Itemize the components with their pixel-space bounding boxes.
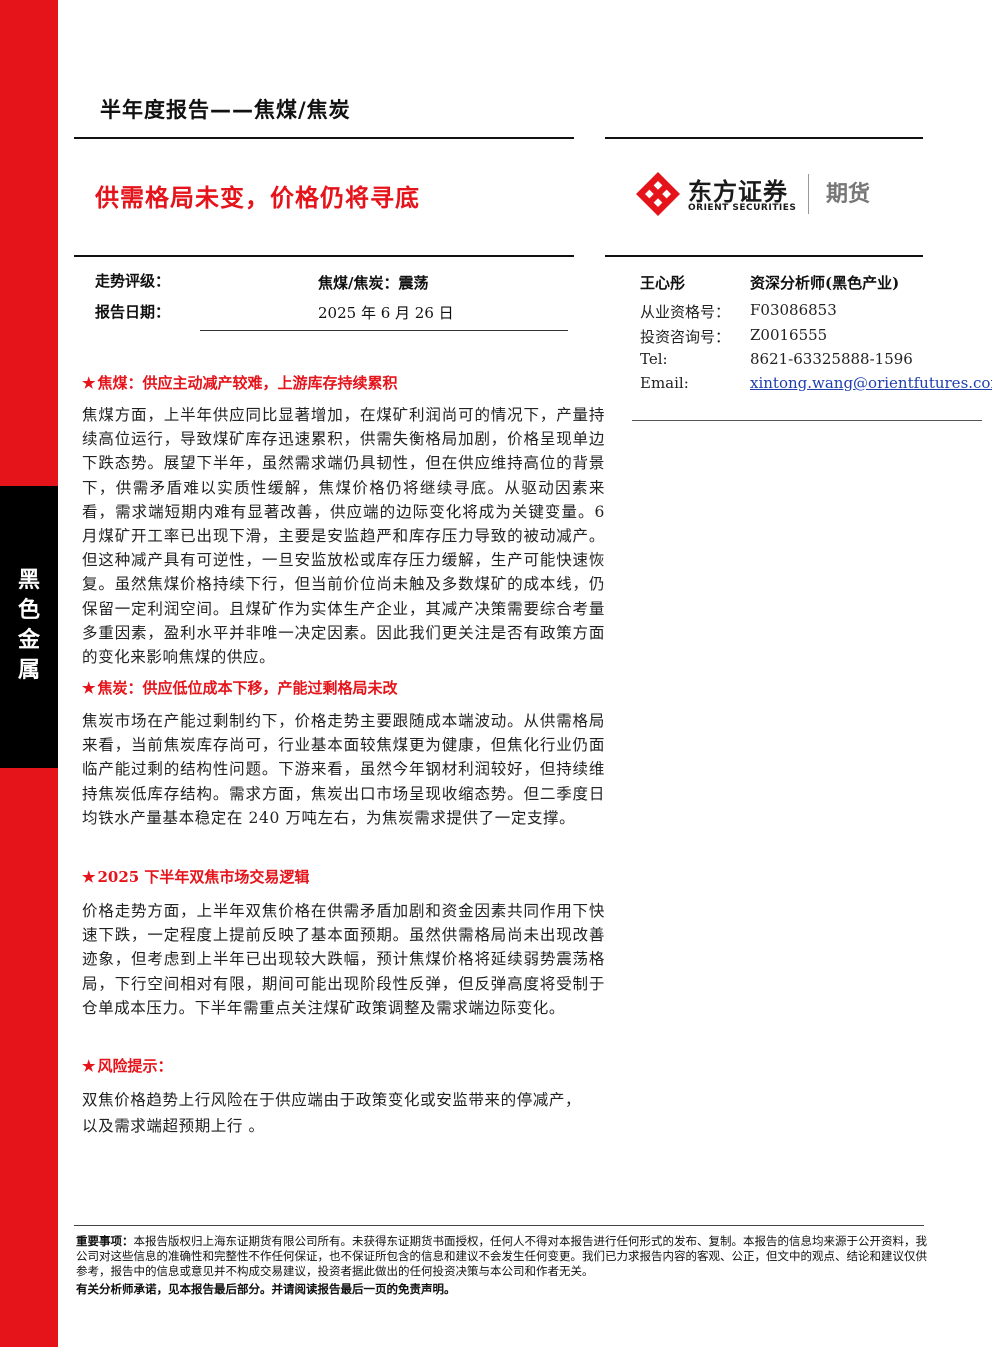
rating-label: 走势评级： bbox=[95, 272, 171, 290]
report-type: 半年度报告——焦煤/焦炭 bbox=[100, 98, 351, 122]
tel-label: Tel: bbox=[640, 350, 668, 368]
analyst-divider bbox=[632, 420, 982, 421]
section-heading-risk: ★风险提示： bbox=[82, 1057, 173, 1075]
orient-securities-logo-icon bbox=[636, 172, 680, 216]
cert-label: 从业资格号： bbox=[640, 303, 731, 321]
category-tab: 黑 色 金 属 bbox=[0, 486, 58, 768]
disclaimer-text: 本报告版权归上海东证期货有限公司所有。未获得东证期货书面授权，任何人不得对本报告… bbox=[76, 1234, 927, 1278]
header-divider bbox=[74, 137, 574, 139]
disclaimer-footer: 有关分析师承诺，见本报告最后部分。并请阅读报告最后一页的免责声明。 bbox=[76, 1282, 456, 1296]
analyst-name: 王心彤 bbox=[640, 274, 686, 292]
section-heading-trading-logic: ★2025 下半年双焦市场交易逻辑 bbox=[82, 868, 310, 886]
star-icon: ★ bbox=[82, 374, 96, 392]
tel-value: 8621-63325888-1596 bbox=[750, 350, 913, 368]
disclaimer-label: 重要事项： bbox=[76, 1234, 134, 1248]
consult-value: Z0016555 bbox=[750, 326, 828, 344]
category-tab-label: 黑 色 金 属 bbox=[17, 568, 40, 683]
section-body-trading-logic: 价格走势方面，上半年双焦价格在供需矛盾加剧和资金因素共同作用下快速下跌，一定程度… bbox=[82, 902, 605, 1017]
page-title: 供需格局未变，价格仍将寻底 bbox=[95, 184, 420, 212]
rating-value: 焦煤/焦炭：震荡 bbox=[318, 274, 429, 292]
star-icon: ★ bbox=[82, 1057, 96, 1075]
footer-divider bbox=[74, 1225, 924, 1226]
logo-subtitle: 期货 bbox=[826, 182, 871, 207]
section-body-risk: 双焦价格趋势上行风险在于供应端由于政策变化或安监带来的停减产，以及需求端超预期上… bbox=[82, 1091, 582, 1135]
section-body-coke: 焦炭市场在产能过剩制约下，价格走势主要跟随成本端波动。从供需格局来看，当前焦炭库… bbox=[82, 712, 605, 827]
meta-divider bbox=[200, 330, 568, 331]
section-heading-coke: ★焦炭：供应低位成本下移，产能过剩格局未改 bbox=[82, 679, 398, 697]
section-heading-coking-coal: ★焦煤：供应主动减产较难，上游库存持续累积 bbox=[82, 374, 398, 392]
email-label: Email: bbox=[640, 374, 689, 392]
logo-text-cn: 东方证券 bbox=[688, 178, 788, 206]
disclaimer: 重要事项：本报告版权归上海东证期货有限公司所有。未获得东证期货书面授权，任何人不… bbox=[76, 1234, 928, 1279]
date-value: 2025 年 6 月 26 日 bbox=[318, 304, 454, 322]
star-icon: ★ bbox=[82, 679, 96, 697]
logo-separator bbox=[808, 174, 809, 214]
analyst-title: 资深分析师(黑色产业) bbox=[750, 274, 900, 292]
title-divider bbox=[74, 255, 574, 257]
logo-text-en: ORIENT SECURITIES bbox=[688, 203, 797, 213]
cert-value: F03086853 bbox=[750, 301, 837, 319]
date-label: 报告日期： bbox=[95, 303, 171, 321]
section-body-coking-coal: 焦煤方面，上半年供应同比显著增加，在煤矿利润尚可的情况下，产量持续高位运行，导致… bbox=[82, 406, 605, 667]
star-icon: ★ bbox=[82, 868, 96, 886]
company-logo: 东方证券 ORIENT SECURITIES 期货 bbox=[636, 170, 896, 218]
email-link[interactable]: xintong.wang@orientfutures.com bbox=[750, 374, 992, 392]
title-divider-right bbox=[605, 255, 923, 257]
consult-label: 投资咨询号： bbox=[640, 328, 731, 346]
header-divider-right bbox=[605, 137, 923, 139]
